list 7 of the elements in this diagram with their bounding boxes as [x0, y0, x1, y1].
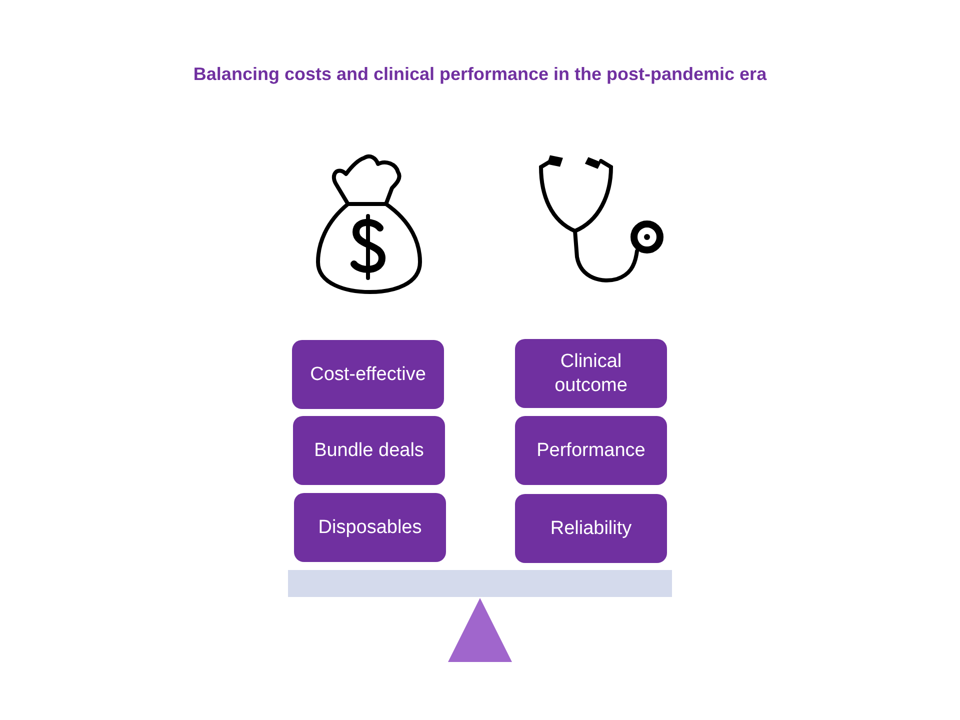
title: Balancing costs and clinical performance in the post-pandemic era	[192, 63, 768, 86]
text-box: Disposables	[294, 493, 446, 562]
text-box: Cost-effective	[292, 340, 444, 409]
text-box: Clinical outcome	[515, 339, 667, 408]
text-box: Performance	[515, 416, 667, 485]
text-box: Reliability	[515, 494, 667, 563]
text-box: Bundle deals	[293, 416, 445, 485]
